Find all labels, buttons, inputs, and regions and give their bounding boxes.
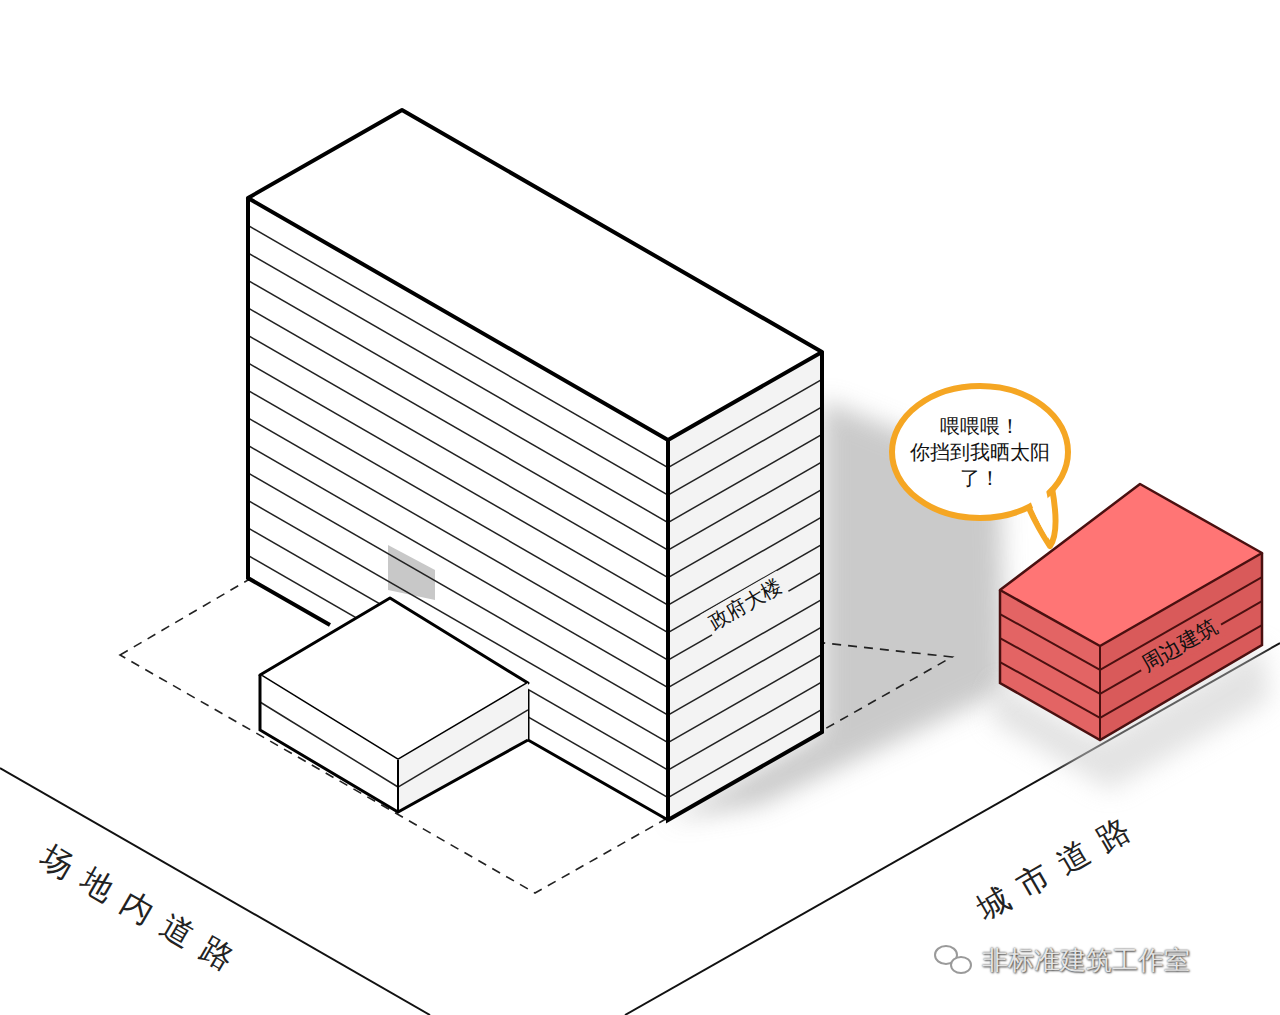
floor-line [668, 627, 822, 715]
watermark: 非标准建筑工作室 [982, 943, 1190, 978]
floor-line [1000, 638, 1100, 694]
building-label-box: 政府大楼 [700, 571, 789, 638]
floor-line [668, 875, 822, 963]
slab-roof [248, 110, 822, 440]
road-edge [0, 768, 430, 1015]
floor-line [668, 490, 822, 578]
floor-line [248, 776, 668, 1015]
neighbor-outline [1099, 646, 1101, 740]
floor-line [668, 930, 822, 1015]
building-name: 周边建筑 [1133, 610, 1226, 679]
floor-line [668, 902, 822, 990]
floor-line [668, 737, 822, 825]
podium-outline [397, 760, 399, 812]
speech-bubble: 喂喂喂！ 你挡到我晒太阳 了！ [888, 382, 1072, 522]
slab-outline [248, 198, 330, 625]
building-label-box: 周边建筑 [1133, 610, 1226, 679]
floor-line [1000, 662, 1100, 718]
floor-line [248, 391, 668, 633]
floor-line [248, 418, 668, 660]
floor-lines [668, 380, 822, 1015]
floor-line [260, 702, 398, 787]
bubble-text: 喂喂喂！ 你挡到我晒太阳 了！ [900, 413, 1060, 491]
floor-lines [260, 702, 398, 787]
floor-line [248, 583, 668, 825]
neighbor-roof [1000, 484, 1262, 646]
floor-line [668, 435, 822, 523]
podium-face [398, 683, 528, 812]
floor-line [668, 710, 822, 798]
road-label: 城市道路 [969, 801, 1150, 931]
bubble-join [1030, 490, 1051, 538]
floor-line [668, 847, 822, 935]
road-label: 场地内道路 [32, 835, 253, 988]
slab-outline [668, 352, 822, 820]
slab-outline [528, 690, 668, 820]
floor-line [668, 655, 822, 743]
wechat-icon [951, 957, 971, 973]
floor-line [668, 462, 822, 550]
floor-line [668, 682, 822, 770]
floor-line [668, 820, 822, 908]
building-name: 政府大楼 [700, 571, 789, 638]
slab-recess [388, 545, 435, 600]
podium-outline [260, 675, 528, 812]
neighbor-outline [1000, 553, 1262, 740]
